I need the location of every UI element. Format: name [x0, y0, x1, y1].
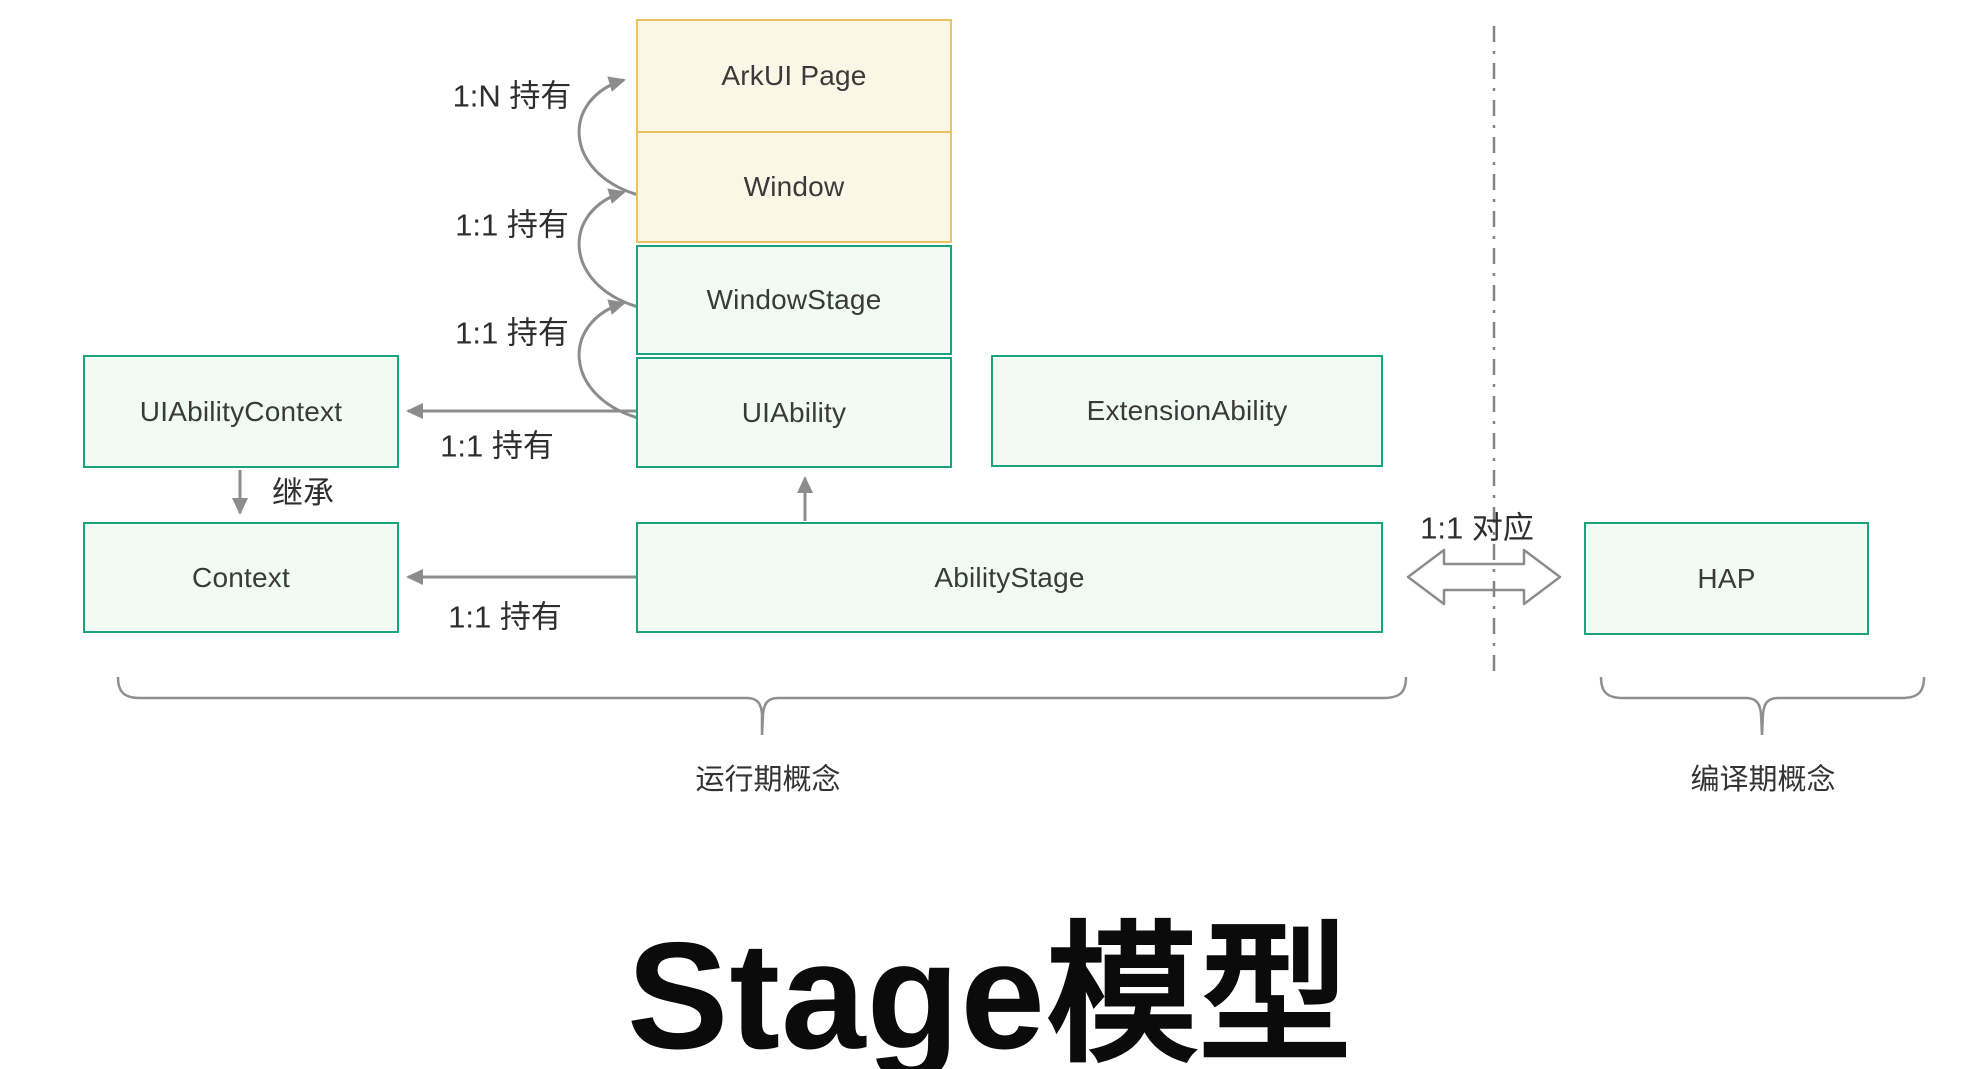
- edge-label-11-hold-windowstage: 1:1 持有: [455, 315, 569, 351]
- brace-runtime-group: [116, 676, 1408, 736]
- node-window: Window: [636, 131, 952, 243]
- node-abilitystage: AbilityStage: [636, 522, 1383, 633]
- edge-label-11-hold-window: 1:1 持有: [455, 207, 569, 243]
- diagram-title: Stage模型: [627, 911, 1352, 1069]
- edge-label-inherit: 继承: [272, 475, 334, 511]
- node-uiabilitycontext: UIAbilityContext: [83, 355, 399, 468]
- node-arkui-page: ArkUI Page: [636, 19, 952, 133]
- double-arrow-icon: [1406, 548, 1562, 606]
- node-windowstage: WindowStage: [636, 245, 952, 355]
- edge-label-1n-hold: 1:N 持有: [452, 78, 572, 114]
- edge-label-11-correspond: 1:1 对应: [1420, 510, 1534, 546]
- arc-arrow-window-holds-pages: [577, 76, 639, 197]
- arc-arrow-windowstage-holds-window: [577, 188, 639, 309]
- edge-label-11-hold-uiabilitycontext: 1:1 持有: [440, 428, 554, 464]
- arc-arrow-uiability-holds-windowstage: [577, 299, 639, 420]
- edge-label-11-hold-context: 1:1 持有: [448, 599, 562, 635]
- brace-compile-group: [1599, 676, 1926, 736]
- node-hap: HAP: [1584, 522, 1869, 635]
- group-label-runtime: 运行期概念: [695, 764, 841, 796]
- node-extensionability: ExtensionAbility: [991, 355, 1383, 467]
- node-uiability: UIAbility: [636, 357, 952, 468]
- group-label-compile: 编译期概念: [1690, 764, 1836, 796]
- node-context: Context: [83, 522, 399, 633]
